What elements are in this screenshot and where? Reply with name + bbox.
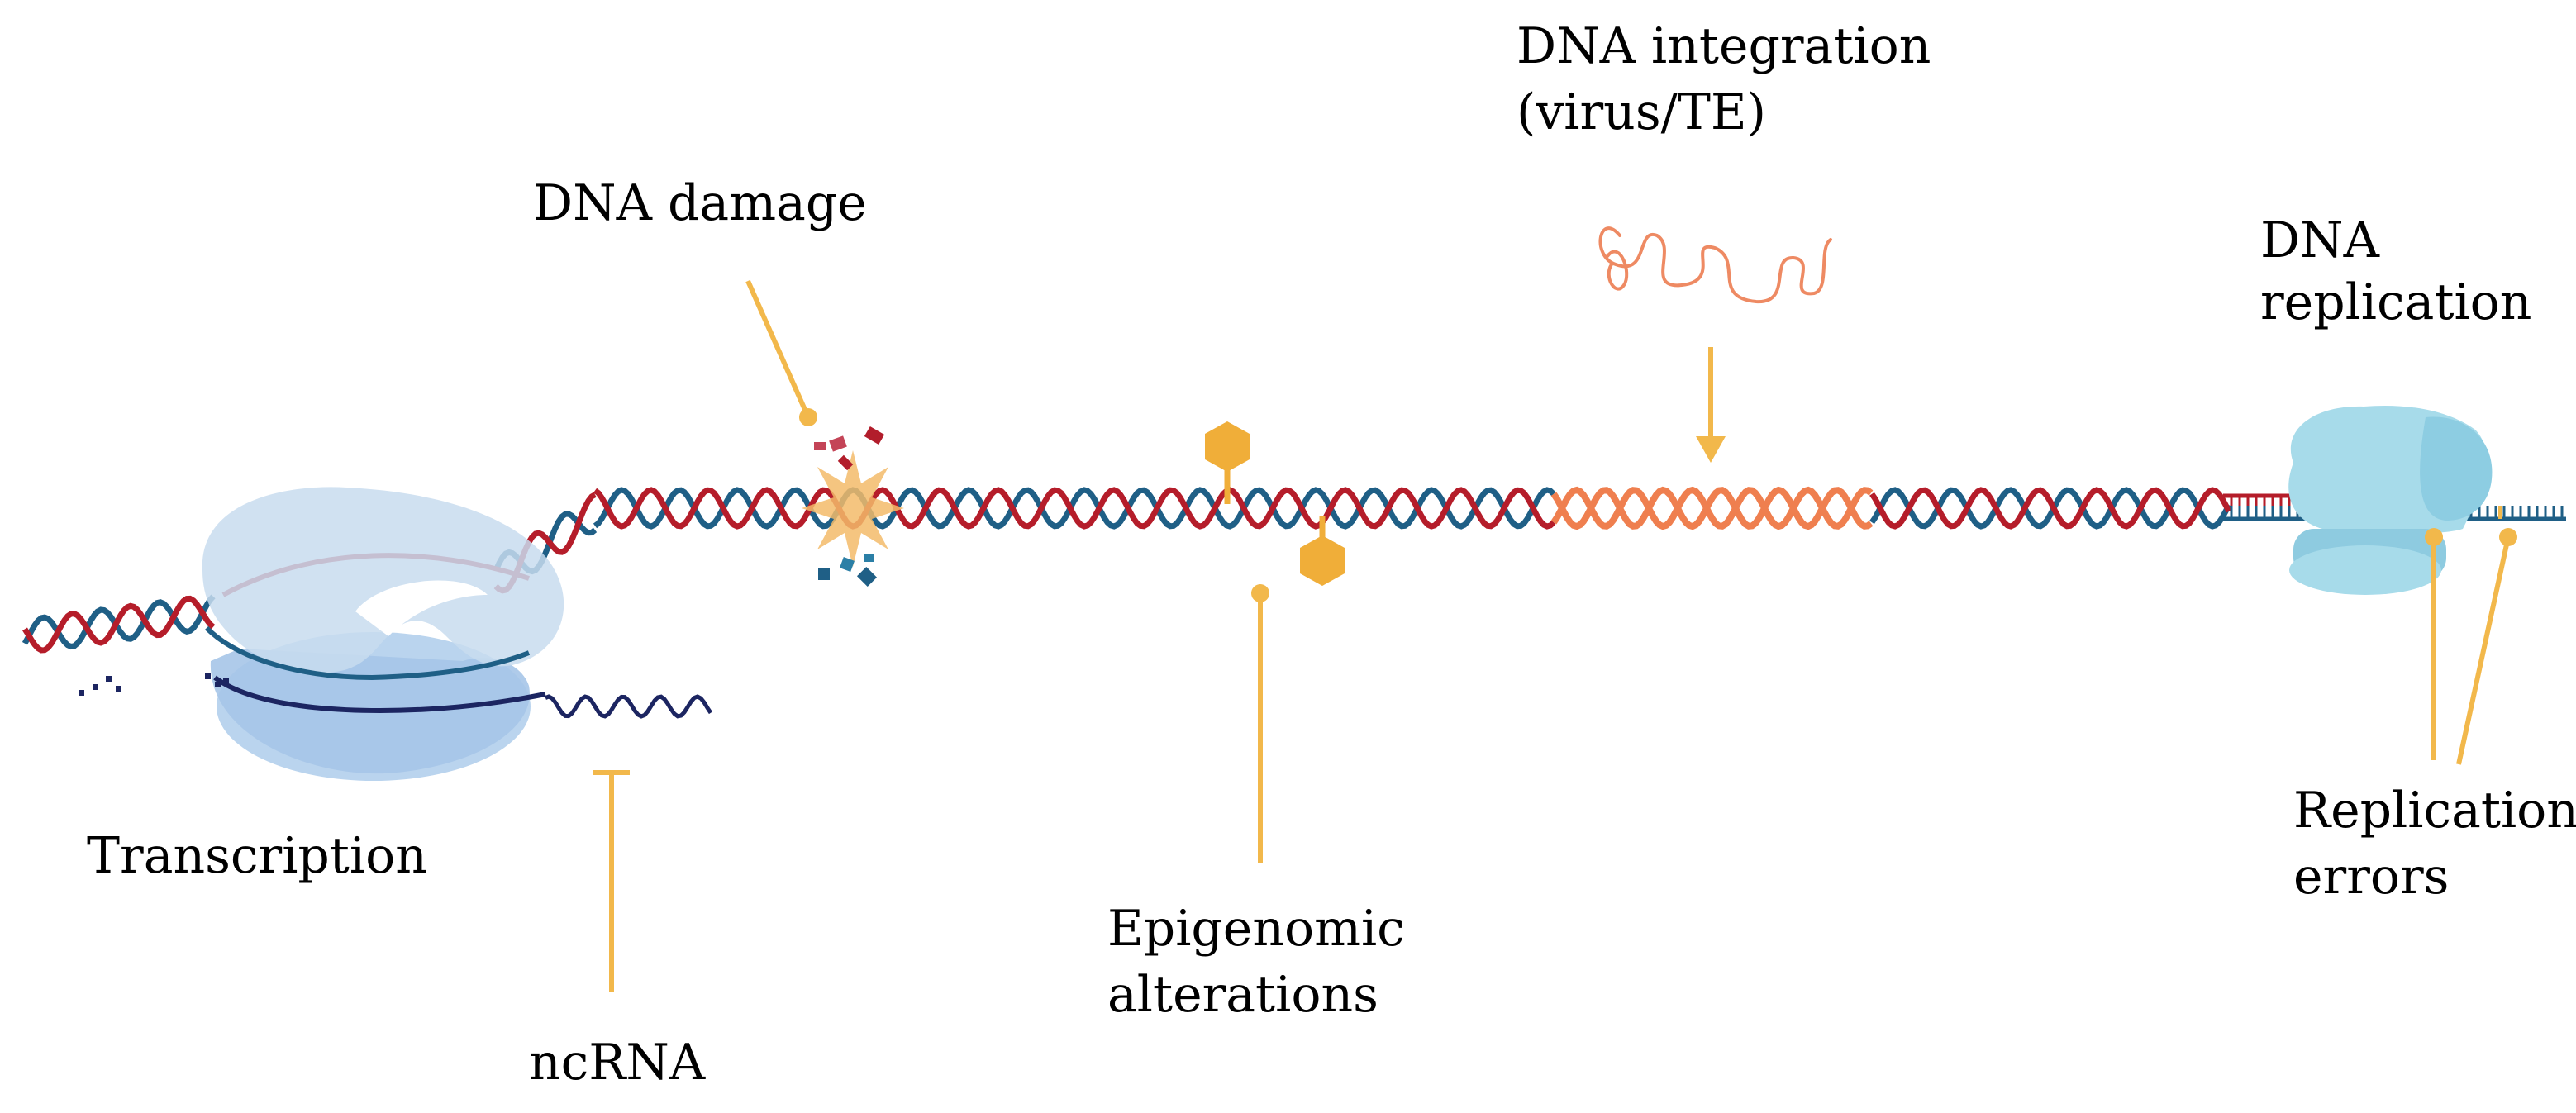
dna-strand-blue bbox=[593, 487, 1556, 530]
errors-label-line1: Replication bbox=[2293, 782, 2576, 840]
hexagon-mark-icon bbox=[1205, 421, 1250, 504]
dna-strand-red bbox=[22, 595, 216, 654]
replisome-icon bbox=[2288, 405, 2493, 595]
ncrna-strand bbox=[213, 675, 546, 714]
rna-polymerase-icon bbox=[202, 487, 564, 781]
errors-label-line2: errors bbox=[2293, 848, 2450, 906]
error-pointer-dot bbox=[2425, 528, 2443, 546]
ncrna-label: ncRNA bbox=[529, 1034, 706, 1092]
error-pointer-line bbox=[2456, 536, 2511, 765]
viral-dna-icon bbox=[1606, 250, 1629, 291]
template-strand bbox=[204, 625, 531, 681]
hexagon-mark-icon bbox=[1300, 516, 1345, 586]
integrated-dna-segment bbox=[1550, 486, 1874, 530]
replication-label-line1: DNA bbox=[2260, 212, 2379, 269]
dna-strand-red bbox=[1869, 487, 2232, 530]
damage-burst-icon bbox=[802, 426, 904, 587]
nucleotide-dots bbox=[79, 673, 229, 696]
integration-arrow-head bbox=[1696, 436, 1726, 463]
dna-strand-red bbox=[593, 487, 1556, 530]
epigenomic-pointer-dot bbox=[1251, 584, 1269, 602]
transcription-label: Transcription bbox=[87, 827, 427, 885]
integrated-strand bbox=[1550, 486, 1874, 530]
damage-pointer-dot bbox=[799, 408, 817, 426]
error-pointer-dot bbox=[2499, 528, 2517, 546]
damage-pointer-line bbox=[745, 279, 811, 419]
replication-label-line2: replication bbox=[2260, 273, 2532, 331]
viral-dna-icon bbox=[1598, 226, 1832, 304]
integration-label-line2: (virus/TE) bbox=[1517, 83, 1767, 141]
ncrna-tail bbox=[545, 694, 713, 719]
epigenomic-label-line2: alterations bbox=[1107, 966, 1378, 1024]
dna-damage-label: DNA damage bbox=[533, 174, 867, 232]
integration-label-line1: DNA integration bbox=[1517, 17, 1931, 75]
integrated-strand bbox=[1550, 486, 1874, 530]
epigenomic-label-line1: Epigenomic bbox=[1107, 900, 1405, 958]
